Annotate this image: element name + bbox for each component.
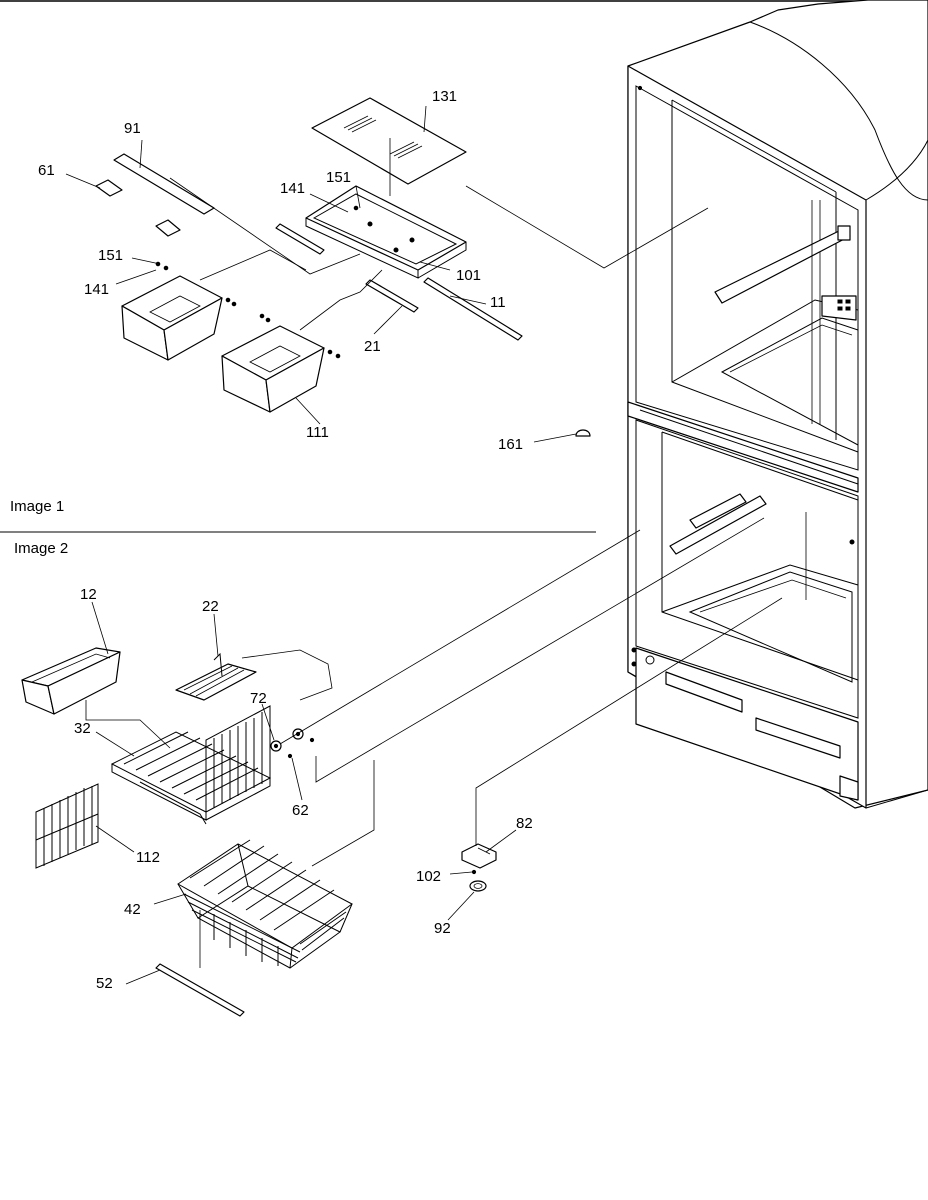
rail-52: [155, 963, 245, 1017]
callout-82: 82: [516, 815, 533, 832]
callout-12: 12: [80, 586, 97, 603]
leader-lines: [65, 105, 577, 985]
washer-92: [469, 880, 487, 892]
ice-bin-12: [21, 647, 121, 715]
callout-22: 22: [202, 598, 219, 615]
callout-151-top: 151: [326, 169, 351, 186]
callout-131: 131: [432, 88, 457, 105]
section-label-image-1: Image 1: [10, 498, 64, 515]
callout-42: 42: [124, 901, 141, 918]
callout-32: 32: [74, 720, 91, 737]
rail-left: [275, 223, 325, 255]
shelf-trim-91: [113, 153, 215, 215]
bracket-61: [95, 179, 123, 197]
bracket-22: [175, 652, 257, 701]
callout-61: 61: [38, 162, 55, 179]
section-label-image-2: Image 2: [14, 540, 68, 557]
callout-21: 21: [364, 338, 381, 355]
wire-shelf-32: [110, 705, 272, 825]
callout-91: 91: [124, 120, 141, 137]
crisper-cover-101: [305, 185, 467, 279]
callout-72: 72: [250, 690, 267, 707]
callout-11: 11: [490, 294, 506, 311]
callout-141-left: 141: [84, 281, 109, 298]
hinge-82: [461, 843, 497, 869]
callout-161: 161: [498, 436, 523, 453]
wire-basket-42: [177, 839, 353, 969]
construction-lines-image-1: [169, 138, 813, 424]
crisper-bin-right: [221, 325, 325, 413]
refrigerator-cabinet: [627, 0, 928, 809]
crisper-bin-left: [121, 275, 223, 361]
rail-21: [365, 279, 419, 313]
callout-62: 62: [292, 802, 309, 819]
callout-102: 102: [416, 868, 441, 885]
bracket-61b: [155, 219, 181, 237]
callout-151-left: 151: [98, 247, 123, 264]
callout-111: 111: [306, 424, 329, 441]
plug-161: [575, 429, 591, 437]
callout-52: 52: [96, 975, 113, 992]
callout-92: 92: [434, 920, 451, 937]
callout-141-top: 141: [280, 180, 305, 197]
construction-lines-image-2: [85, 517, 783, 968]
divider-112: [35, 783, 99, 869]
glass-shelf-131: [311, 97, 467, 185]
callout-112: 112: [136, 849, 160, 866]
callout-101: 101: [456, 267, 481, 284]
rail-11: [423, 277, 523, 341]
